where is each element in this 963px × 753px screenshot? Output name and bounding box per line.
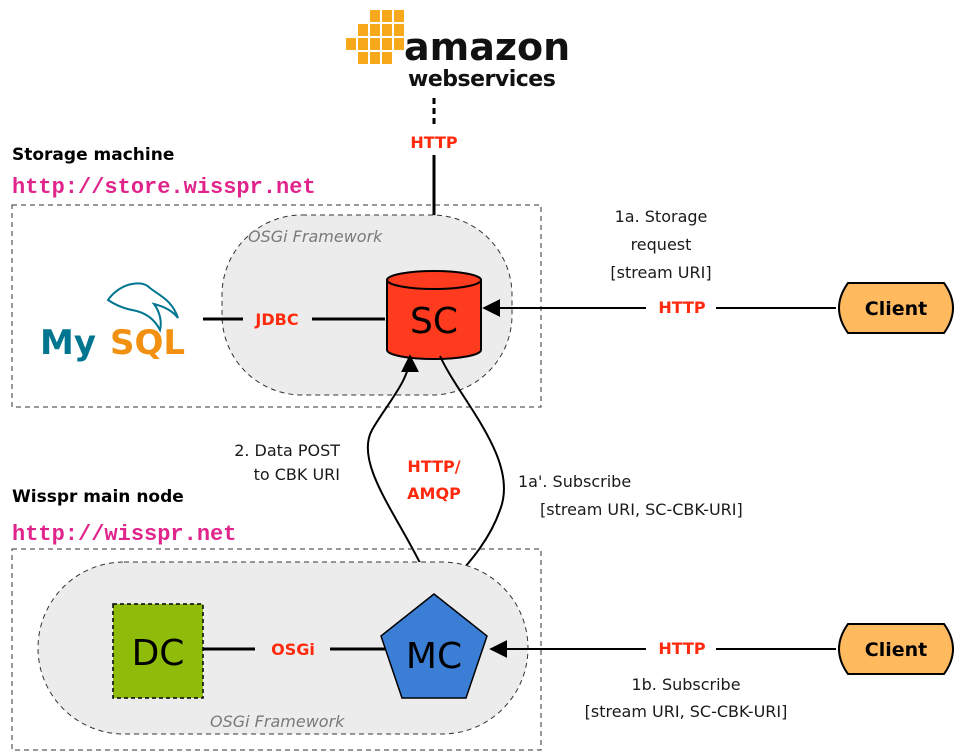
client2-label: Client	[865, 639, 927, 661]
subscribe-client-line2: [stream URI, SC-CBK-URI]	[585, 702, 788, 721]
data-post-line1: 2. Data POST	[234, 441, 340, 460]
mysql-logo: My SQL	[40, 282, 185, 363]
aws-logo: amazon webservices ™	[346, 10, 570, 92]
data-post-line2: to CBK URI	[254, 465, 340, 484]
mysql-my-text: My	[40, 323, 96, 363]
aws-sub-text: webservices	[408, 67, 556, 92]
main-node-box	[11, 548, 542, 751]
subscribe-sc-line2: [stream URI, SC-CBK-URI]	[540, 500, 743, 519]
client2-node[interactable]: Client	[838, 623, 954, 675]
mc-to-sc-curve	[366, 354, 436, 603]
client1-label: Client	[865, 298, 927, 320]
dolphin-icon	[106, 282, 179, 333]
sc-label: SC	[410, 301, 458, 342]
sc-storage-component: SC	[386, 270, 482, 360]
aws-tm: ™	[532, 73, 540, 82]
osgi-label: OSGi	[271, 640, 315, 659]
storage-heading: Storage machine	[12, 145, 174, 165]
dc-component: DC	[112, 603, 204, 699]
mysql-sql-text: SQL	[110, 323, 185, 363]
subscribe-client-line1: 1b. Subscribe	[631, 675, 740, 694]
subscribe-sc-line1: 1a'. Subscribe	[518, 472, 631, 491]
main-node-heading: Wisspr main node	[12, 487, 184, 507]
http-aws-label: HTTP	[410, 133, 458, 152]
client1-node[interactable]: Client	[838, 282, 954, 334]
http-client2-label: HTTP	[658, 639, 706, 658]
storage-machine-box	[11, 204, 542, 408]
storage-url: http://store.wisspr.net	[12, 175, 316, 200]
http-amqp-line2: AMQP	[407, 484, 461, 503]
http-client1-label: HTTP	[658, 298, 706, 317]
mc-label: MC	[406, 636, 462, 677]
storage-request-line3: [stream URI]	[610, 263, 711, 282]
aws-brand-text: amazon	[404, 25, 570, 69]
http-amqp-line1: HTTP/	[407, 457, 460, 476]
main-framework-label: OSGi Framework	[210, 712, 345, 731]
jdbc-label: JDBC	[254, 310, 298, 329]
storage-framework-label: OSGi Framework	[248, 227, 383, 246]
dc-label: DC	[132, 633, 185, 674]
storage-request-line2: request	[631, 235, 692, 254]
storage-request-line1: 1a. Storage	[615, 207, 708, 226]
aws-cubes-icon	[346, 10, 404, 64]
mc-component: MC	[380, 593, 488, 699]
main-node-url: http://wisspr.net	[12, 522, 236, 547]
